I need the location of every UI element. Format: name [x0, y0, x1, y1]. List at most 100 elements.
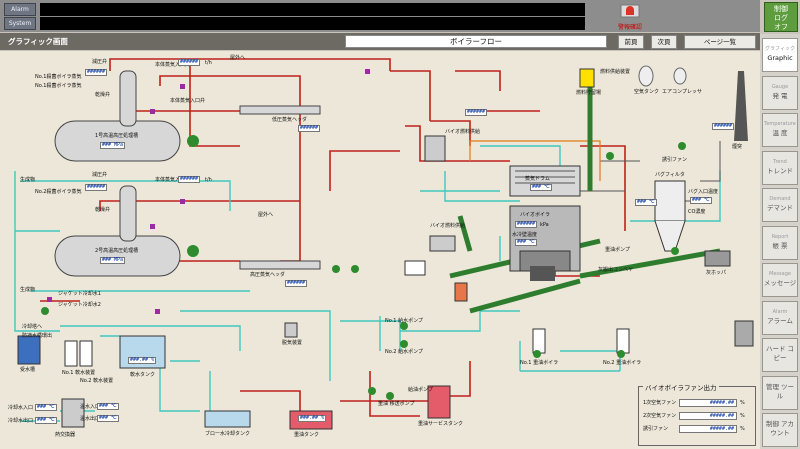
cool-in-label: 冷却水入口: [8, 405, 34, 411]
compressor-label: エアコンプレッサ: [662, 89, 702, 95]
heavy-pump-label: 重油 移送ポンプ: [378, 401, 415, 407]
flow-4-value: ######: [85, 184, 108, 191]
no1-boiler-label: No.1 重油ボイラ: [520, 360, 559, 366]
fan-name: 1次空気ファン: [643, 400, 677, 406]
ash-conveyor-label: 灰搬出コンベヤ: [598, 267, 634, 273]
heat-exchanger: [61, 398, 85, 428]
hot-gas-line: [469, 140, 601, 181]
high-header-pipe: [239, 260, 321, 270]
nav-button-label: 帳 票: [772, 241, 788, 250]
heat-exchanger-label: 熱交換器: [55, 432, 76, 438]
process-flow-canvas: 減圧弁 No.1殺菌ボイラ蒸気 No.1殺菌ボイラ蒸気 乾燥弁 本体蒸気入口弁 …: [0, 51, 760, 449]
system-message-bar: [40, 17, 585, 30]
next-page-button[interactable]: 次頁: [651, 35, 677, 49]
cool-out-value: ### ℃: [35, 417, 57, 424]
heavy-oil-service-label: 重油サービスタンク: [418, 421, 464, 427]
control-logoff-button[interactable]: 制御 ログ オフ: [764, 2, 798, 32]
page-list-button[interactable]: ページ一覧: [684, 35, 756, 49]
reactor-tanks: [54, 70, 199, 277]
fuel-bin-label: 燃料供給装置: [600, 69, 631, 75]
nav-button-sub: グラフィック: [765, 46, 795, 52]
output-product-2-label: 生成物: [20, 287, 36, 293]
flow-1-value: ######: [178, 59, 201, 66]
low-header-label: 低圧蒸気ヘッダ: [272, 117, 308, 123]
nav-button-sub: Report: [771, 233, 789, 240]
deaerator-label: 脱気装置: [282, 340, 303, 346]
prev-page-button[interactable]: 前頁: [618, 35, 644, 49]
logoff-line-2: ログ: [774, 14, 788, 22]
nav-button-label: 発 電: [772, 91, 788, 100]
screen-title: グラフィック画面: [8, 37, 68, 46]
high-header-pressure: ######: [285, 280, 308, 287]
nav-button-4[interactable]: Demand デマンド: [762, 188, 798, 222]
drain-valve-2-label: 乾燥弁: [95, 207, 111, 213]
nav-button-8[interactable]: ハード コピー: [762, 338, 798, 372]
logoff-line-3: オフ: [774, 23, 788, 31]
system-button[interactable]: System: [4, 17, 36, 30]
bag-out-temp: ### ℃: [690, 197, 712, 204]
air-tank-label: 空気タンク: [634, 89, 660, 95]
cool-in-value: ### ℃: [35, 404, 57, 411]
fan-unit: %: [740, 426, 745, 432]
main-steam-in-3-label: 本体蒸気入口弁: [155, 177, 191, 183]
bio-boiler: [509, 165, 581, 281]
nav-button-sub: Message: [769, 271, 791, 277]
water-tank: [17, 335, 41, 365]
steam-drum-temp: ### ℃: [530, 184, 552, 191]
bag-out-label: バグ入口温度: [688, 189, 719, 195]
flow-2-value: ######: [178, 176, 201, 183]
blow-tank-label: ブロー水冷却タンク: [205, 431, 251, 437]
nav-button-9[interactable]: 管理 ツール: [762, 375, 798, 410]
no1-feed-pump-label: No.1 給水ポンプ: [385, 318, 423, 324]
output-product-1-label: 生成物: [20, 177, 36, 183]
start-burner: [454, 282, 468, 302]
deaerator: [424, 135, 446, 162]
chimney-icon: [734, 71, 748, 141]
main-steam-in-1-label: 本体蒸気入口弁: [155, 62, 191, 68]
heavy-oil-tank-label: 重油タンク: [294, 432, 320, 438]
blow-tank: [204, 410, 251, 428]
valves: [47, 69, 370, 314]
flow-diagram: [14, 58, 754, 430]
flow-name-display: ボイラーフロー: [345, 35, 607, 48]
heavy-oil-tank-level: ###.## %: [298, 415, 327, 422]
no1-tank-pressure: ### MPa: [100, 142, 126, 149]
fan-row-secondary: 2次空気ファン #####.## %: [643, 412, 753, 420]
jacket-2-label: ジャケット冷却水2: [58, 302, 101, 308]
alarm-button[interactable]: Alarm: [4, 3, 36, 16]
alarm-lamp-icon[interactable]: [620, 3, 640, 19]
nav-button-10[interactable]: 制御 アカウント: [762, 413, 798, 447]
nav-button-label: ハード コピー: [765, 345, 795, 362]
nav-button-sub: Gauge: [771, 83, 789, 90]
fan-unit: %: [740, 400, 745, 406]
nav-button-sub: Trend: [773, 158, 787, 165]
cool-out-label: 冷却水出口: [8, 418, 34, 424]
fan-value: #####.##: [679, 399, 737, 407]
main-steam-in-2-label: 本体蒸気入口弁: [170, 98, 206, 104]
nav-button-sub: Demand: [769, 196, 791, 202]
fuel-yard-box: [579, 68, 595, 88]
no1-sterilizer-steam-b-label: No.1殺菌ボイラ蒸気: [35, 83, 82, 89]
nav-button-label: デマンド: [767, 204, 793, 212]
drain-valve-1-label: 乾燥弁: [95, 92, 111, 98]
logoff-line-1: 制御: [774, 5, 788, 13]
alarm-confirm-label[interactable]: 警報確認: [617, 24, 642, 31]
ash-silo-label: 灰ホッパ: [706, 270, 727, 276]
fan-row-primary: 1次空気ファン #####.## %: [643, 399, 753, 407]
co-level-label: CO濃度: [688, 209, 706, 215]
steam-drum-pressure: ######: [515, 221, 538, 228]
nav-button-label: 管理 ツール: [765, 382, 795, 400]
no2-tank-label: 2号高温高圧処理槽: [95, 248, 139, 254]
nav-button-label: 制御 アカウント: [765, 420, 795, 437]
fan-value: #####.##: [679, 412, 737, 420]
flow-1-unit: t/h: [205, 60, 212, 66]
fan-output-panel: バイオボイラファン出力 1次空気ファン #####.## % 2次空気ファン #…: [638, 382, 756, 446]
warm-in-label: 温水入口: [80, 404, 101, 410]
